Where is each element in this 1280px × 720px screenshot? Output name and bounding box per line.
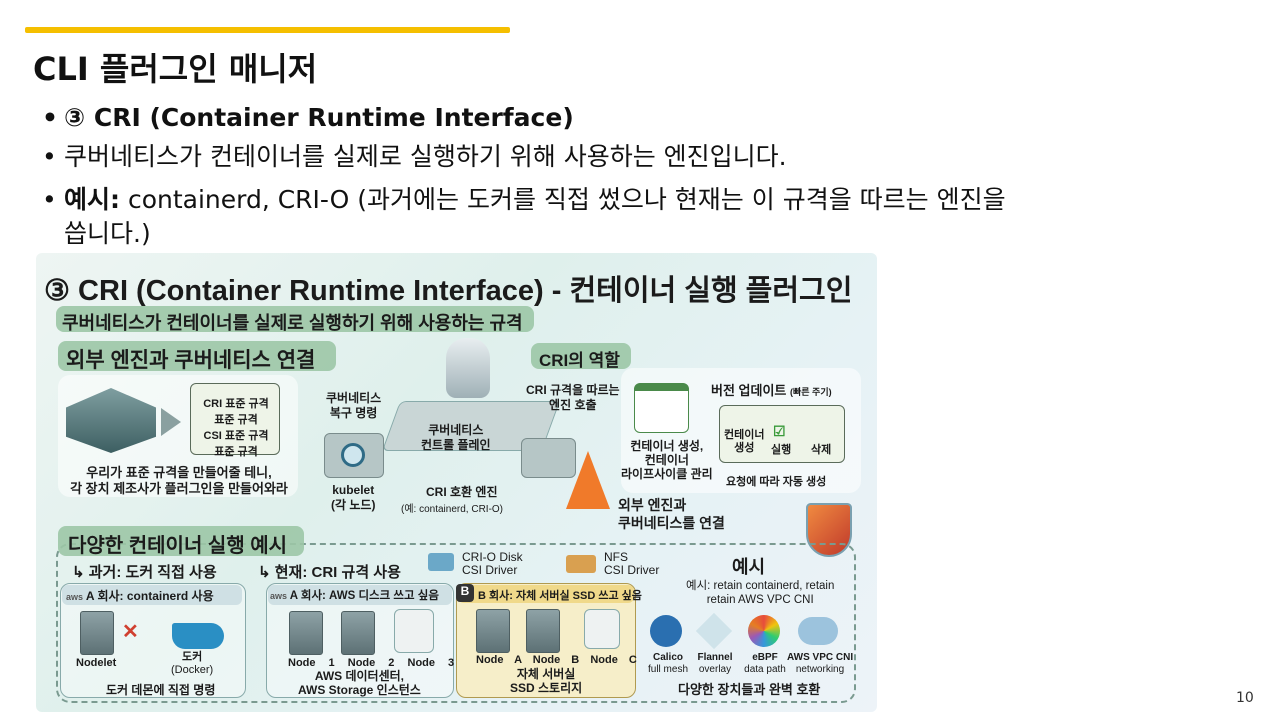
bullet-1: •③ CRI (Container Runtime Interface) [42, 103, 574, 132]
aws-vpc-cloud-icon [798, 617, 838, 645]
bullet-text: 쿠버네티스가 컨테이너를 실제로 실행하기 위해 사용하는 엔진입니다. [64, 142, 787, 171]
slide-title: CLI 플러그인 매니저 [33, 50, 318, 88]
robot-icon [446, 338, 490, 398]
step-delete: 삭제 [811, 444, 832, 456]
arrow-icon [161, 408, 181, 436]
bullet-text: ③ CRI (Container Runtime Interface) [64, 103, 574, 132]
nodes-a: Node 1 Node 2 Node 3 [288, 657, 455, 669]
company-a-past: aws A 회사: containerd 사용 [66, 589, 214, 603]
section1-caption: 우리가 표준 규격을 만들어줄 테니,각 장치 제조사가 플러그인을 만들어와라 [70, 465, 288, 496]
infographic-title: ③ CRI (Container Runtime Interface) - 컨테… [44, 275, 853, 307]
step-run: 실행 [771, 444, 792, 456]
kubelet-label: kubelet(각 노드) [331, 483, 376, 512]
cri-infographic: ③ CRI (Container Runtime Interface) - 컨테… [36, 253, 877, 712]
aws-caption: AWS 데이터센터,AWS Storage 인스턴스 [298, 669, 421, 697]
section-heading: 외부 엔진과 쿠버네티스 연결 [66, 349, 316, 372]
usb-driver-icon [566, 555, 596, 573]
cri-engine-label: CRI 호환 엔진 [426, 485, 498, 499]
lifecycle-window [719, 405, 845, 463]
present-label: ↳ 현재: CRI 규격 사용 [258, 564, 401, 581]
bullet-3-continuation: 씁니다.) [64, 219, 151, 248]
traffic-cone-icon [566, 451, 610, 509]
examples-heading: 다양한 컨테이너 실행 예시 [68, 535, 288, 557]
auto-create-label: 요청에 따라 자동 생성 [726, 476, 827, 488]
bullet-bold-prefix: 예시: [64, 185, 120, 214]
spec-window [190, 383, 280, 455]
example-heading: 예시 [732, 557, 766, 577]
compat-label: 다양한 장치들과 완벽 호환 [678, 682, 821, 697]
infographic-subtitle: 쿠버네티스가 컨테이너를 실제로 실행하기 위해 사용하는 규격 [62, 313, 523, 333]
disk-driver-icon [428, 553, 454, 571]
check-icon: ☑ [773, 423, 786, 439]
eye-icon [341, 443, 365, 467]
calendar-icon [634, 383, 689, 433]
docker-label: 도커(Docker) [171, 651, 214, 676]
ebpf-icon [748, 615, 780, 647]
server-icon [80, 611, 114, 655]
docker-caption: 도커 데몬에 직접 명령 [106, 683, 216, 697]
calico-icon [650, 615, 682, 647]
version-label: 버전 업데이트 (빠른 주기) [711, 383, 832, 398]
company-b: B 회사: 자체 서버실 SSD 쓰고 싶음 [478, 590, 642, 602]
bullet-text: containerd, CRI-O (과거에는 도커를 직접 썼으나 현재는 이… [120, 185, 1006, 214]
nodelet-label: Nodelet [76, 657, 117, 669]
accent-bar [25, 27, 510, 33]
page-number: 10 [1236, 690, 1254, 706]
bullet-3: •예시: containerd, CRI-O (과거에는 도커를 직접 썼으나 … [42, 185, 1006, 214]
role-heading: CRI의 역할 [539, 351, 620, 370]
bullet-2: •쿠버네티스가 컨테이너를 실제로 실행하기 위해 사용하는 엔진입니다. [42, 142, 787, 171]
company-b-badge: B [456, 584, 474, 602]
x-mark-icon: ✕ [122, 621, 139, 643]
company-a-now: aws A 회사: AWS 디스크 쓰고 싶음 [270, 590, 439, 602]
nodes-b: Node A Node B Node C [476, 654, 637, 666]
docker-whale-icon [172, 623, 224, 649]
cri-engine-example: (예: containerd, CRI-O) [401, 504, 504, 515]
past-label: ↳ 과거: 도커 직접 사용 [72, 564, 217, 581]
storage-icon [394, 609, 434, 653]
